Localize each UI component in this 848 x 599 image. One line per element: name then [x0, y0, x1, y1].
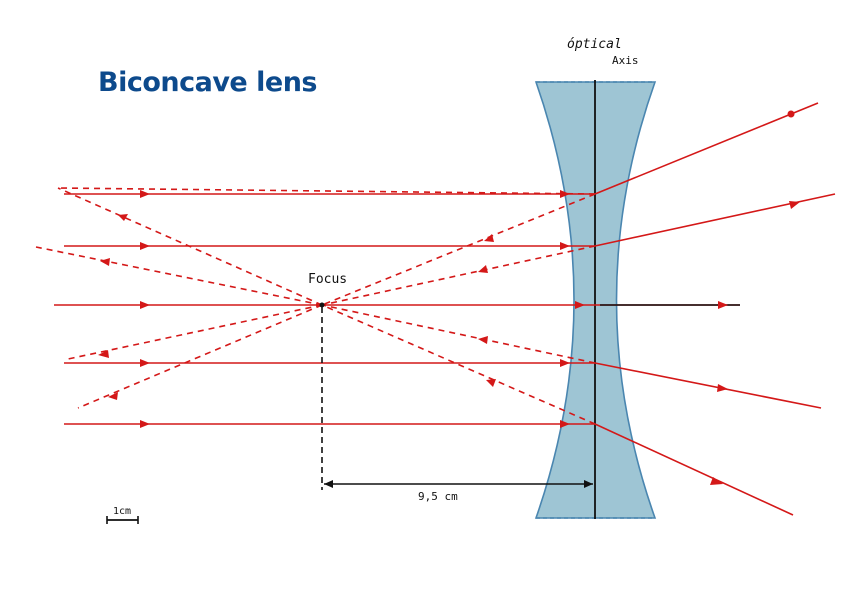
virtual-ray-3-ext [67, 304, 323, 360]
arrow-incident-1a [140, 190, 150, 198]
virtual-ray-2 [321, 245, 596, 306]
refracted-ray-1 [594, 102, 819, 195]
arrow-axis-1 [140, 301, 150, 309]
arrow-refracted-3 [717, 384, 728, 392]
refracted-dot-1 [787, 110, 795, 118]
arrow-axis-3 [718, 301, 728, 309]
arrow-virtual-2 [100, 258, 110, 266]
arrow-virtual-4 [108, 392, 118, 400]
distance-arrow-right [584, 480, 593, 488]
optical-label: óptical [567, 37, 622, 52]
virtual-ray-1-back [321, 193, 596, 306]
arrow-incident-1b [560, 190, 570, 198]
arrow-virtual-1 [118, 214, 128, 221]
virtual-ray-4 [321, 304, 596, 425]
arrow-virtual-3 [98, 350, 109, 358]
arrow-incident-4b [560, 420, 570, 428]
distance-arrow-left [324, 480, 333, 488]
distance-label: 9,5 cm [418, 490, 458, 503]
arrow-axis-2 [575, 301, 585, 309]
arrow-virtual-8 [486, 379, 496, 387]
axis-label: Axis [612, 54, 639, 67]
arrow-incident-3b [560, 359, 570, 367]
diagram-title: Biconcave lens [98, 67, 317, 98]
virtual-ray-3 [321, 304, 596, 364]
arrow-incident-2a [140, 242, 150, 250]
focus-point [319, 302, 325, 308]
arrow-refracted-4 [710, 477, 723, 485]
arrow-virtual-6 [478, 265, 488, 273]
refracted-ray-3 [594, 362, 822, 409]
scale-label: 1cm [113, 506, 131, 517]
arrow-refracted-2 [789, 201, 800, 209]
virtual-ray-1-ext [57, 187, 323, 306]
refracted-ray-4 [594, 423, 794, 516]
virtual-ray-1 [57, 187, 596, 195]
arrow-incident-4a [140, 420, 150, 428]
refracted-ray-2 [594, 193, 836, 247]
arrow-virtual-5 [484, 234, 494, 242]
focus-label: Focus [308, 272, 347, 287]
virtual-ray-2-ext [35, 246, 323, 306]
arrow-incident-2b [560, 242, 570, 250]
virtual-ray-4-ext [77, 304, 323, 409]
arrow-virtual-7 [478, 336, 488, 344]
arrow-incident-3a [140, 359, 150, 367]
